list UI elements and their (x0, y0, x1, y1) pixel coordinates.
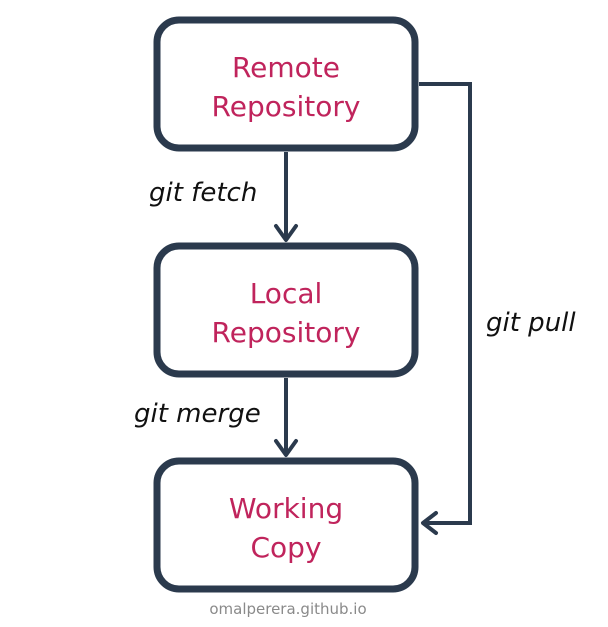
merge-arrowhead-icon (274, 439, 298, 457)
working-copy-label-line1: Working (229, 492, 343, 525)
local-repository-label-line1: Local (250, 277, 323, 310)
fetch-label: git fetch (149, 178, 257, 208)
remote-repository-box (153, 16, 419, 152)
remote-repository-label-line1: Remote (232, 51, 340, 84)
local-repository-node: Local Repository (153, 242, 419, 378)
merge-arrow (274, 378, 298, 457)
merge-label: git merge (134, 399, 261, 429)
local-repository-label-line2: Repository (212, 316, 361, 349)
working-copy-box (153, 457, 419, 593)
pull-arrowhead-icon (421, 511, 438, 535)
local-repository-box (153, 242, 419, 378)
remote-repository-label-line2: Repository (212, 90, 361, 123)
pull-label: git pull (486, 308, 576, 338)
working-copy-node: Working Copy (153, 457, 419, 593)
fetch-arrowhead-icon (274, 224, 298, 242)
pull-arrow (419, 82, 472, 535)
pull-arrow-line (419, 82, 472, 525)
fetch-arrow (274, 152, 298, 242)
remote-repository-node: Remote Repository (153, 16, 419, 152)
working-copy-label-line2: Copy (250, 531, 321, 564)
source-credit: omalperera.github.io (209, 600, 366, 618)
